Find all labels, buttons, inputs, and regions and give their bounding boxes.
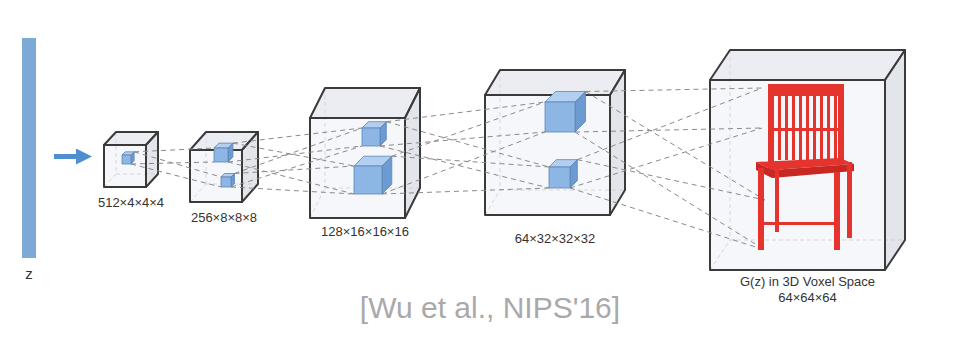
projection-line: [577, 160, 765, 200]
cube-front-face: [545, 102, 575, 132]
latent-vector: z: [22, 38, 36, 258]
projection-line: [233, 128, 362, 143]
chair-part: [834, 172, 840, 250]
cube-top-face: [310, 88, 420, 118]
cube-side-face: [382, 156, 392, 194]
feature-cube: [485, 70, 625, 215]
projection-line: [228, 162, 354, 194]
cube-front-face: [549, 167, 570, 188]
feature-volume: 512×4×4×4: [104, 132, 158, 187]
cube-side-face: [228, 143, 233, 162]
projection-line: [380, 146, 549, 188]
chair-part: [847, 162, 852, 238]
receptive-cube: [545, 92, 586, 133]
cube-top-face: [710, 50, 905, 80]
receptive-cube: [549, 160, 577, 188]
cube-side-face: [885, 50, 905, 270]
chair-voxels: [756, 84, 854, 250]
cube-front-face: [221, 177, 231, 187]
projection-line: [386, 102, 545, 122]
projection-line: [131, 164, 221, 187]
flow-arrow: [54, 154, 84, 159]
cube-side-face: [575, 92, 586, 133]
chair-seat-edge: [772, 164, 854, 178]
feature-volume: 128×16×16×16: [310, 88, 420, 218]
projection-line: [134, 148, 214, 152]
chair-part: [768, 84, 774, 170]
feature-cube: [710, 50, 905, 270]
chair-part: [768, 128, 844, 131]
feature-volume: 256×8×8×8: [190, 132, 258, 202]
label-group: 64×32×32×32: [513, 231, 598, 247]
projection-line: [231, 146, 362, 187]
projection-line: [392, 102, 545, 156]
receptive-cube: [214, 143, 233, 162]
cube-side-face: [570, 160, 577, 188]
label-group: 256×8×8×8: [189, 210, 259, 226]
label-group: 512×4×4×4: [96, 195, 166, 211]
projection-line: [577, 88, 762, 160]
cube-front-face: [214, 148, 228, 162]
projection-line: [134, 152, 221, 177]
feature-volume: 64×32×32×32: [485, 70, 625, 215]
projection-line: [231, 187, 354, 194]
dimension-label: 64×64×64: [738, 290, 877, 306]
cube-side-face: [131, 152, 134, 164]
cube-front-face: [710, 80, 885, 270]
citation: [Wu et al., NIPS'16]: [360, 291, 620, 325]
cube-side-face: [231, 174, 235, 188]
chair-part: [838, 84, 844, 164]
receptive-cube: [362, 122, 386, 146]
cube-front-face: [354, 166, 382, 194]
chair-part: [758, 168, 764, 250]
dimension-label: 64×32×32×32: [513, 231, 598, 247]
projection-line: [235, 166, 355, 174]
projection-line: [380, 132, 545, 146]
cube-front-face: [310, 118, 405, 218]
cube-side-face: [242, 132, 258, 202]
label-group: z: [23, 266, 35, 282]
projection-line: [586, 88, 763, 92]
projection-line: [392, 156, 549, 167]
cube-side-face: [380, 122, 386, 146]
label-group: 128×16×16×16: [319, 224, 411, 240]
dimension-label: 128×16×16×16: [319, 224, 411, 240]
dimension-label: z: [23, 266, 35, 282]
cube-front-face: [362, 128, 380, 146]
receptive-cube: [221, 174, 235, 188]
projection-line: [575, 128, 762, 132]
feature-volume: G(z) in 3D Voxel Space64×64×64: [710, 50, 905, 270]
receptive-cube: [354, 156, 392, 194]
cube-front-face: [122, 155, 131, 164]
cube-front-face: [485, 95, 610, 215]
projection-line: [382, 188, 549, 194]
feature-cube: [310, 88, 420, 218]
dimension-label: G(z) in 3D Voxel Space: [738, 274, 877, 290]
chair-part: [768, 84, 844, 96]
cube-side-face: [146, 132, 158, 187]
projection-line: [570, 188, 765, 250]
feature-cube: [104, 132, 158, 187]
projection-line: [386, 122, 549, 167]
receptive-cube: [122, 152, 134, 164]
projection-line: [235, 128, 363, 174]
dimension-label: 256×8×8×8: [189, 210, 259, 226]
chair-part: [764, 222, 836, 225]
projection-line: [228, 146, 362, 162]
projection-line: [382, 132, 545, 194]
projection-lines: [131, 88, 765, 250]
cube-front-face: [104, 145, 146, 187]
dimension-label: 512×4×4×4: [96, 195, 166, 211]
label-group: G(z) in 3D Voxel Space64×64×64: [738, 274, 877, 306]
